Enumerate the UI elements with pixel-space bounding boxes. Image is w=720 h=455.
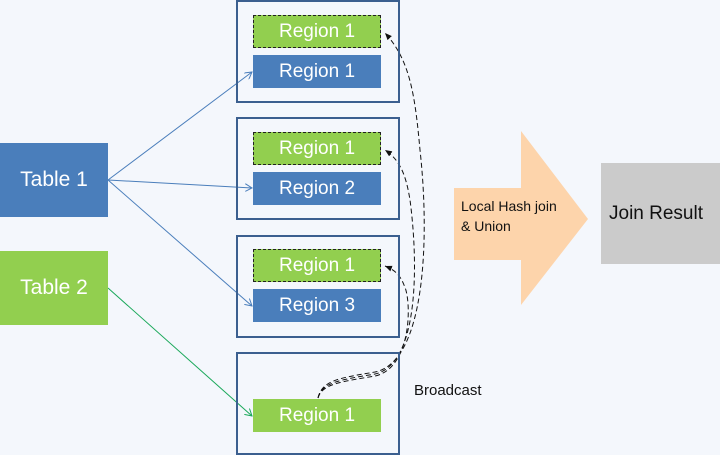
node-1: [236, 0, 400, 103]
broadcast-curve-node2: [317, 149, 415, 399]
arrow-table1-node1: [107, 72, 252, 181]
node-2-local-region: Region 2: [253, 172, 381, 205]
broadcast-curve-node1: [317, 32, 425, 399]
node-4: [236, 352, 400, 455]
broadcast-label: Broadcast: [414, 382, 482, 399]
process-label: Local Hash join & Union: [461, 196, 557, 236]
node-1-local-region: Region 1: [253, 55, 381, 88]
node-2-broadcast-region: Region 1: [253, 132, 381, 165]
arrow-table2-node4: [107, 287, 252, 416]
node-4-source-region: Region 1: [253, 399, 381, 432]
node-1-broadcast-region: Region 1: [253, 15, 381, 48]
node-3-broadcast-region: Region 1: [253, 249, 381, 282]
arrow-table1-node2: [107, 179, 252, 188]
process-label-line2: & Union: [461, 218, 511, 234]
node-3: [236, 235, 400, 338]
arrow-table1-node3: [107, 179, 252, 306]
table-2: Table 2: [0, 251, 108, 325]
node-2: [236, 117, 400, 220]
join-result: Join Result: [601, 163, 720, 264]
process-arrow: [454, 131, 588, 305]
table-1: Table 1: [0, 143, 108, 217]
process-label-line1: Local Hash join: [461, 198, 557, 214]
node-3-local-region: Region 3: [253, 289, 381, 322]
table-1-label: Table 1: [20, 168, 88, 191]
table-2-label: Table 2: [20, 276, 88, 299]
join-result-label: Join Result: [609, 202, 703, 224]
